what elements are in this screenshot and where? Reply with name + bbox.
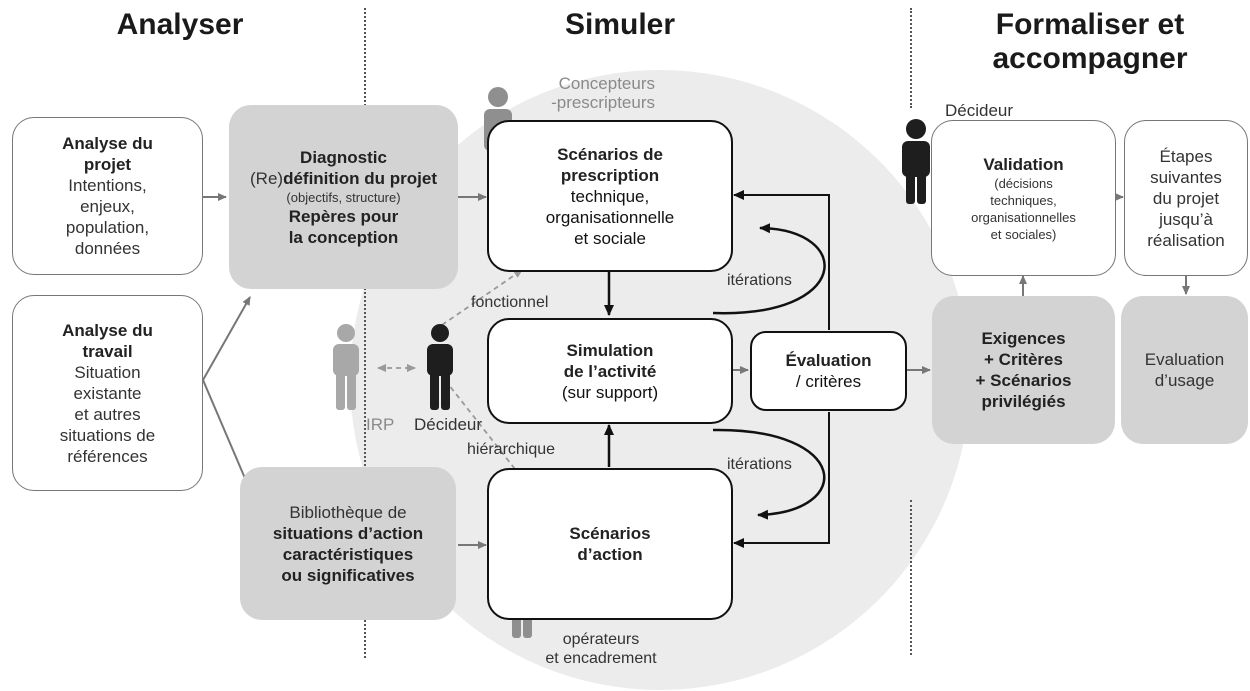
exigences-line1: Exigences xyxy=(981,329,1066,348)
analyse-travail-line3: et autres xyxy=(74,404,141,424)
analyse-projet-line4: données xyxy=(74,239,141,258)
analyse-travail-line2: existante xyxy=(73,383,142,403)
bibliotheque-line4: ou significatives xyxy=(281,565,415,585)
analyse-projet-line1: Intentions, xyxy=(68,176,147,195)
label-hierarchique: hiérarchique xyxy=(467,441,556,458)
simulation-title-2: de l’activité xyxy=(563,361,657,381)
dashed-decideur-to-prescription xyxy=(441,269,523,326)
diagnostic-title: Diagnostic xyxy=(300,147,387,167)
person-icon-decideur-mid xyxy=(427,324,453,410)
box-scenarios-action: Scénarios d’action xyxy=(487,468,733,620)
action-title-2: d’action xyxy=(577,545,643,564)
analyse-projet-title-1: Analyse du xyxy=(62,134,153,153)
box-analyse-projet: Analyse du projet Intentions, enjeux, po… xyxy=(12,117,203,275)
exigences-line2: + Critères xyxy=(984,350,1063,369)
header-simuler: Simuler xyxy=(500,8,740,42)
etapes-line5: réalisation xyxy=(1147,230,1225,250)
divider-right-bottom xyxy=(910,500,912,655)
divider-right-top xyxy=(910,8,912,108)
header-formaliser-line2: accompagner xyxy=(992,42,1188,75)
diagnostic-redef-rest: définition du projet xyxy=(283,168,437,188)
evaluation-sub: / critères xyxy=(795,372,862,391)
arrow-travail-to-diagnostic xyxy=(202,296,251,381)
label-decideur-top: Décideur xyxy=(945,101,1014,120)
simulation-title-1: Simulation xyxy=(566,340,654,360)
analyse-projet-title-2: projet xyxy=(83,155,132,174)
person-icon-decideur-top xyxy=(902,119,930,204)
header-simuler-text: Simuler xyxy=(564,8,676,41)
box-analyse-travail: Analyse du travail Situation existante e… xyxy=(12,295,203,491)
arrow-feedback-loop-bottom xyxy=(733,412,830,548)
arrow-travail-to-bibliotheque xyxy=(202,379,251,491)
person-icon-irp xyxy=(333,324,359,410)
label-fonctionnel: fonctionnel xyxy=(471,294,549,311)
dashed-decideur-to-action xyxy=(444,379,523,479)
diagnostic-redef-prefix: (Re) xyxy=(250,168,284,188)
prescription-line3: et sociale xyxy=(574,228,646,248)
bibliotheque-line1: Bibliothèque de xyxy=(289,502,407,522)
box-simulation: Simulation de l’activité (sur support) xyxy=(487,318,733,424)
exigences-line3: + Scénarios xyxy=(975,371,1072,390)
analyse-travail-line5: références xyxy=(67,446,148,466)
label-iterations-top: itérations xyxy=(727,272,792,289)
validation-title: Validation xyxy=(983,154,1064,174)
analyse-travail-title-1: Analyse du xyxy=(62,320,153,340)
validation-line4: et sociales) xyxy=(990,226,1057,242)
iterations-curve-bottom xyxy=(712,428,826,520)
simulation-sub: (sur support) xyxy=(561,382,659,402)
box-scenarios-prescription: Scénarios de prescription technique, org… xyxy=(487,120,733,272)
etapes-line1: Étapes xyxy=(1159,146,1213,166)
bibliotheque-line2: situations d’action xyxy=(272,523,424,543)
divider-left xyxy=(364,8,366,658)
validation-line1: (décisions xyxy=(994,175,1053,191)
usage-line2: d’usage xyxy=(1154,371,1215,390)
usage-line1: Evaluation xyxy=(1144,350,1225,369)
label-concepteurs-1: Concepteurs xyxy=(558,74,655,93)
label-operateurs-2: et encadrement xyxy=(545,650,657,667)
etapes-line4: jusqu’à xyxy=(1159,209,1213,229)
diagnostic-sub: (objectifs, structure) xyxy=(286,189,401,205)
label-decideur-mid: Décideur xyxy=(414,415,483,434)
diagnostic-redef: (Re)définition du projet xyxy=(250,168,437,189)
label-iterations-bottom: itérations xyxy=(727,456,792,473)
header-formaliser: Formaliser et accompagner xyxy=(950,8,1230,76)
label-concepteurs: Concepteurs -prescripteurs xyxy=(520,74,655,112)
prescription-title-1: Scénarios de xyxy=(557,144,663,164)
header-analyser-text: Analyser xyxy=(116,8,244,41)
label-operateurs: opérateurs et encadrement xyxy=(536,630,666,668)
box-exigences: Exigences + Critères + Scénarios privilé… xyxy=(932,296,1115,444)
bibliotheque-line3: caractéristiques xyxy=(282,544,414,564)
validation-line3: organisationnelles xyxy=(971,209,1076,225)
box-validation: Validation (décisions techniques, organi… xyxy=(931,120,1116,276)
diagnostic-reperes-2: la conception xyxy=(288,227,399,247)
prescription-line2: organisationnelle xyxy=(545,207,675,227)
box-evaluation-usage: Evaluation d’usage xyxy=(1121,296,1248,444)
validation-line2: techniques, xyxy=(990,192,1057,208)
box-evaluation: Évaluation / critères xyxy=(750,331,907,411)
analyse-travail-line1: Situation xyxy=(74,362,141,382)
analyse-travail-line4: situations de xyxy=(59,425,156,445)
evaluation-title: Évaluation xyxy=(785,351,872,370)
header-analyser: Analyser xyxy=(60,8,300,42)
box-bibliotheque: Bibliothèque de situations d’action cara… xyxy=(240,467,456,620)
etapes-line3: du projet xyxy=(1152,188,1220,208)
analyse-travail-title-2: travail xyxy=(82,341,133,361)
arrow-feedback-loop-top xyxy=(733,190,830,330)
box-etapes: Étapes suivantes du projet jusqu’à réali… xyxy=(1124,120,1248,276)
header-formaliser-line1: Formaliser et xyxy=(995,8,1185,41)
analyse-projet-line2: enjeux, xyxy=(80,197,135,216)
analyse-projet-line3: population, xyxy=(65,218,150,237)
action-title-1: Scénarios xyxy=(569,524,651,543)
exigences-line4: privilégiés xyxy=(981,392,1066,411)
prescription-title-2: prescription xyxy=(560,165,660,185)
box-diagnostic: Diagnostic (Re)définition du projet (obj… xyxy=(229,105,458,289)
label-operateurs-1: opérateurs xyxy=(562,631,640,648)
etapes-line2: suivantes xyxy=(1150,167,1222,187)
label-irp: IRP xyxy=(366,415,395,434)
diagnostic-reperes-1: Repères pour xyxy=(288,206,399,226)
prescription-line1: technique, xyxy=(570,186,650,206)
iterations-curve-top xyxy=(712,223,826,315)
label-concepteurs-2: -prescripteurs xyxy=(551,93,655,112)
